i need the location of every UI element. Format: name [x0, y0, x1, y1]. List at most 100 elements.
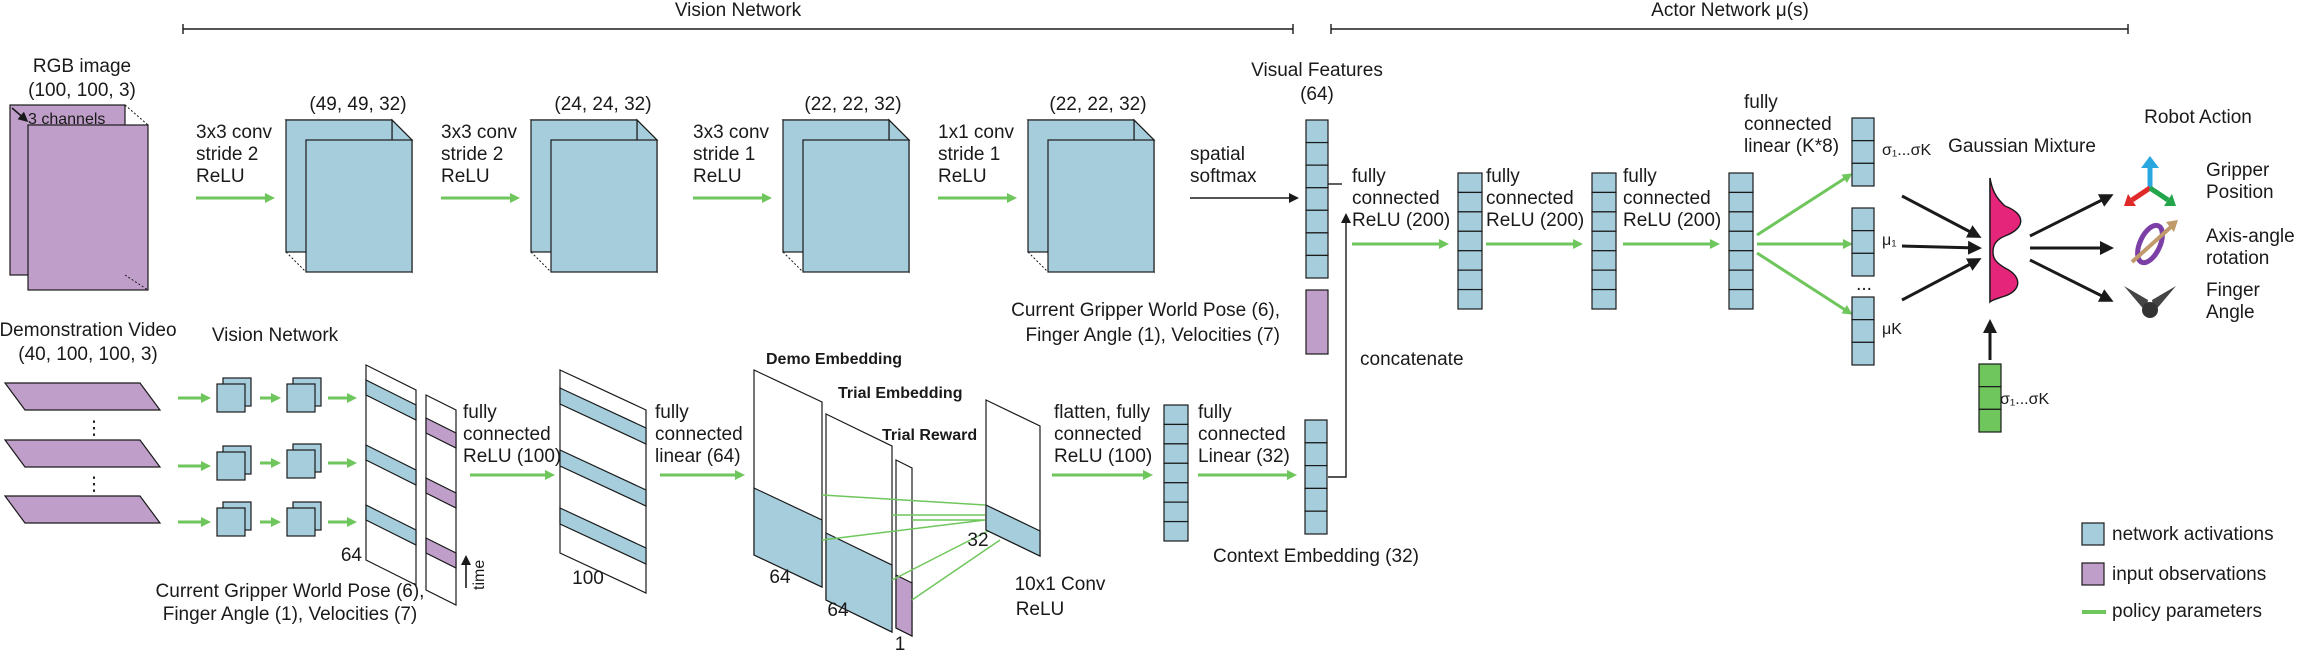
- demo-64-label: 64: [769, 567, 791, 588]
- axis-angle-icon: [2130, 220, 2178, 266]
- demo-video: Demonstration Video (40, 100, 100, 3) ⋮ …: [0, 320, 177, 524]
- fc2-col-cell: [1591, 172, 1617, 194]
- svg-text:Gripper: Gripper: [2206, 160, 2270, 181]
- svg-text:connected: connected: [1054, 424, 1142, 445]
- channels-label: 3 channels: [28, 111, 105, 128]
- svg-text:ReLU: ReLU: [938, 166, 987, 187]
- fc1-col-cell: [1457, 172, 1483, 194]
- conv4-layer: 1x1 conv stride 1 ReLU: [938, 122, 1017, 203]
- flatten-fc: flatten, fully connected ReLU (100): [1052, 402, 1189, 542]
- rgb-image-shape: (100, 100, 3): [28, 80, 136, 101]
- sigma-input-column: [1978, 363, 2002, 433]
- flat-col-cell: [1163, 423, 1189, 445]
- feature-block-1: (49, 49, 32): [284, 94, 414, 274]
- mu1-outputs: [1851, 207, 1875, 277]
- svg-text:fully: fully: [1352, 166, 1386, 187]
- fc3-col-cell: [1728, 211, 1754, 232]
- feature-block-4: (22, 22, 32): [1026, 94, 1156, 274]
- fc2-col-cell: [1591, 269, 1617, 291]
- fc3-activations: [1728, 172, 1754, 310]
- flat-col-cell: [1163, 482, 1189, 503]
- svg-text:Linear (32): Linear (32): [1198, 446, 1290, 467]
- svg-text:rotation: rotation: [2206, 248, 2269, 269]
- svg-text:connected: connected: [463, 424, 551, 445]
- video-frame-1: [3, 382, 162, 411]
- trial-reward-label: Trial Reward: [882, 427, 977, 444]
- vf-col-cell: [1305, 141, 1329, 166]
- vf-col-cell: [1305, 119, 1329, 144]
- mixture-input-arrows: [1901, 194, 1982, 302]
- sig-in-col-cell: [1978, 386, 2002, 410]
- gripper-pose-observation: [1305, 289, 1329, 355]
- legend-network-activations: network activations: [2112, 524, 2274, 545]
- vf-col-cell: [1305, 164, 1329, 189]
- fc2-activations: [1591, 172, 1617, 310]
- svg-text:(40, 100, 100, 3): (40, 100, 100, 3): [18, 344, 157, 365]
- svg-text:ReLU (100): ReLU (100): [1054, 446, 1152, 467]
- svg-text:3x3 conv: 3x3 conv: [196, 122, 273, 143]
- fc3-col-cell: [1728, 230, 1754, 252]
- mini-cube: [216, 507, 246, 537]
- svg-text:connected: connected: [1352, 188, 1440, 209]
- temporal-features: 64 time: [341, 364, 488, 606]
- svg-text:fully: fully: [655, 402, 689, 423]
- mu1-col-cell: [1851, 252, 1875, 277]
- ctx-col-cell: [1304, 487, 1328, 512]
- svg-text:1x1 conv: 1x1 conv: [938, 122, 1015, 143]
- gripper-position-icon: [2124, 156, 2176, 206]
- actor-network-header-label: Actor Network μ(s): [1651, 0, 1809, 21]
- svg-text:fully: fully: [1744, 92, 1778, 113]
- svg-text:fully: fully: [463, 402, 497, 423]
- svg-text:(64): (64): [1300, 84, 1334, 105]
- shape4-label: (22, 22, 32): [1049, 94, 1146, 115]
- flatten-activations: [1163, 404, 1189, 542]
- muk-outputs: [1851, 296, 1875, 366]
- fc2-layer: fully connected ReLU (200): [1486, 166, 1617, 310]
- vf-col-cell: [1305, 209, 1329, 234]
- ctx-col-cell: [1304, 510, 1328, 535]
- svg-text:ReLU (200): ReLU (200): [1486, 210, 1584, 231]
- shape2-label: (24, 24, 32): [554, 94, 651, 115]
- vision-network-header: Vision Network: [182, 0, 1294, 34]
- sigma-label: σ₁...σK: [1882, 142, 1931, 159]
- demo-embedding-label: Demo Embedding: [766, 351, 902, 368]
- gaussian-mixture: Gaussian Mixture σ₁...σK: [1948, 136, 2096, 433]
- flat-col-cell: [1163, 443, 1189, 464]
- fc2-col-cell: [1591, 211, 1617, 232]
- svg-text:connected: connected: [1744, 114, 1832, 135]
- svg-text:linear (64): linear (64): [655, 446, 741, 467]
- svg-text:Vision Network: Vision Network: [212, 325, 339, 346]
- fc-linear32: fully connected Linear (32) Context Embe…: [1198, 402, 1419, 567]
- svg-text:linear (K*8): linear (K*8): [1744, 136, 1839, 157]
- svg-text:3x3 conv: 3x3 conv: [441, 122, 518, 143]
- feature-block-2: (24, 24, 32): [529, 94, 659, 274]
- fc3-col-cell: [1728, 250, 1754, 271]
- gripper-pose-bottom: Current Gripper World Pose (6), Finger A…: [156, 581, 425, 625]
- robot-action: Robot Action Gripper Position Axis-angle…: [2124, 107, 2295, 323]
- ctx-col-cell: [1304, 442, 1328, 467]
- svg-text:connected: connected: [1486, 188, 1574, 209]
- fc-linear-k8: fully connected linear (K*8): [1744, 92, 1853, 315]
- svg-text:ReLU (100): ReLU (100): [463, 446, 561, 467]
- time-label: time: [471, 560, 488, 590]
- finger-angle-icon: [2124, 286, 2176, 318]
- legend-input-observations: input observations: [2112, 564, 2266, 585]
- svg-text:ReLU: ReLU: [196, 166, 245, 187]
- vf-col-cell: [1305, 232, 1329, 257]
- fc1-layer: fully connected ReLU (200): [1352, 166, 1483, 310]
- gaussian-mixture-label: Gaussian Mixture: [1948, 136, 2096, 157]
- sig-col-cell: [1851, 162, 1875, 187]
- svg-text:3x3 conv: 3x3 conv: [693, 122, 770, 143]
- context-embedding-label: Context Embedding (32): [1213, 546, 1419, 567]
- svg-text:stride 2: stride 2: [441, 144, 503, 165]
- mu1-col-cell: [1851, 230, 1875, 254]
- vf-col-cell: [1305, 254, 1329, 279]
- concatenate: concatenate: [1328, 183, 1464, 478]
- fc2-col-cell: [1591, 230, 1617, 252]
- svg-text:Angle: Angle: [2206, 302, 2255, 323]
- sig-in-col-cell: [1978, 408, 2002, 433]
- svg-text:Axis-angle: Axis-angle: [2206, 226, 2295, 247]
- svg-text:fully: fully: [1623, 166, 1657, 187]
- svg-text:ReLU: ReLU: [441, 166, 490, 187]
- temporal-64-label: 64: [341, 545, 363, 566]
